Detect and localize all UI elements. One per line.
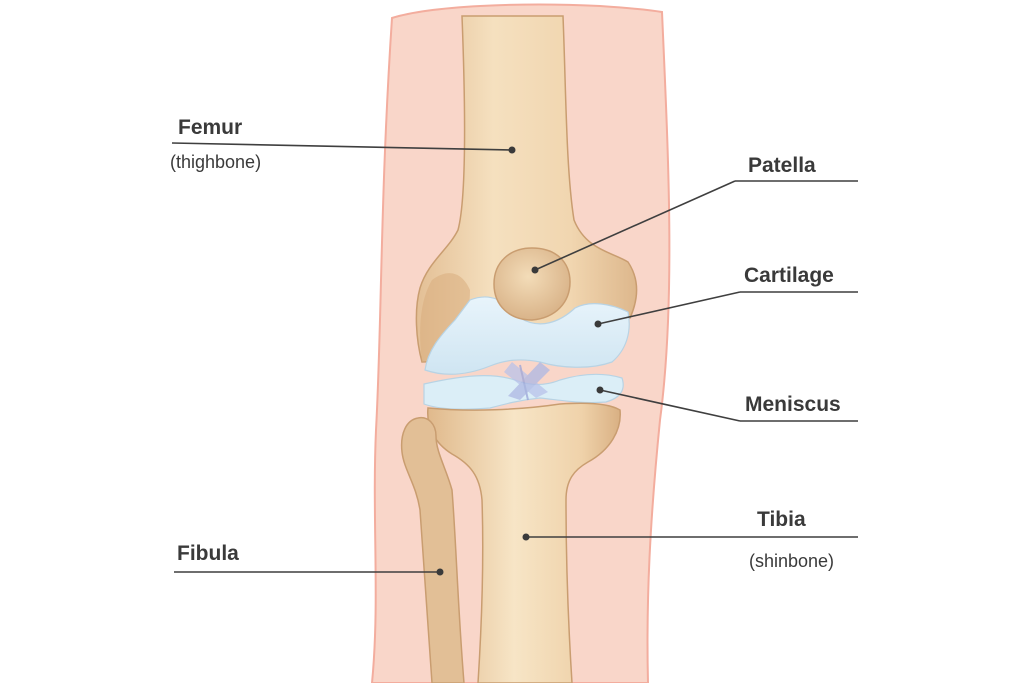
- tibia-dot: [522, 533, 530, 541]
- meniscus-label: Meniscus: [745, 393, 841, 416]
- patella-bone: [493, 247, 571, 321]
- meniscus-leader-diag: [599, 389, 741, 422]
- tibia-label: Tibia: [757, 508, 806, 531]
- fibula-bone: [400, 416, 465, 683]
- fibula-label: Fibula: [177, 542, 239, 565]
- cartilage-dot: [594, 320, 602, 328]
- femur-condyle-shade: [420, 273, 470, 362]
- tibia-bone: [427, 402, 621, 683]
- cartilage-label: Cartilage: [744, 264, 834, 287]
- femur-sublabel: (thighbone): [170, 152, 261, 172]
- fibula-dot: [436, 568, 444, 576]
- femur-dot: [508, 146, 516, 154]
- cartilage-leader-diag: [597, 291, 741, 325]
- femur-label: Femur: [178, 116, 242, 139]
- meniscus-dot: [596, 386, 604, 394]
- patella-leader-diag: [534, 180, 736, 271]
- ligament-bundle: [504, 362, 550, 401]
- femur-leader: [171, 142, 513, 151]
- patella-dot: [531, 266, 539, 274]
- patella-label: Patella: [748, 154, 816, 177]
- tibia-sublabel: (shinbone): [749, 551, 834, 571]
- cartilage-layer: [424, 296, 630, 375]
